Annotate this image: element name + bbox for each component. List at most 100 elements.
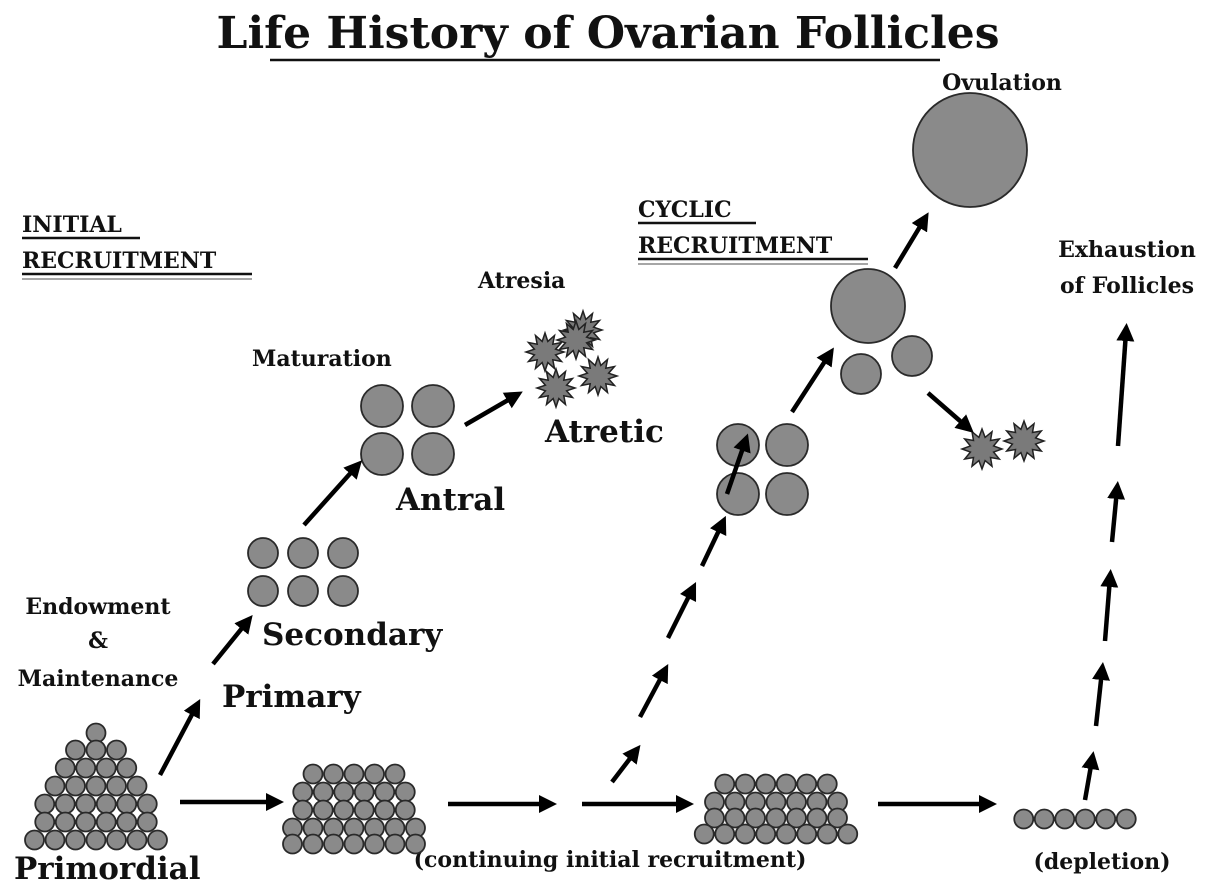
primordial-follicle (724, 807, 746, 829)
primordial-follicle (734, 823, 756, 845)
primordial-follicle (1095, 808, 1117, 830)
cyclic-atretic-follicles (959, 418, 1047, 472)
primordial-follicle (75, 811, 97, 833)
atretic-follicle (523, 330, 567, 374)
primordial-follicle (312, 781, 334, 803)
primordial-follicle-pile (24, 722, 168, 851)
arrow (1092, 662, 1110, 727)
primordial-follicle (65, 775, 86, 797)
endowment-label: Endowment (25, 594, 171, 620)
primordial-label: Primordial (14, 851, 201, 887)
primary-label: Primary (222, 679, 362, 715)
atresia-label: Atresia (477, 268, 565, 294)
diagram-title: Life History of Ovarian Follicles (217, 8, 1000, 59)
primordial-follicle (85, 829, 107, 851)
arrow (463, 391, 523, 427)
atretic-follicle (576, 354, 620, 398)
arrow (1115, 323, 1135, 447)
primordial-follicle (54, 811, 76, 833)
antral-follicle (411, 384, 455, 428)
maturation-label: Maturation (252, 346, 392, 372)
primordial-follicle (714, 823, 736, 845)
arrow (610, 744, 641, 784)
primordial-follicle (34, 793, 56, 815)
primordial-follicle (75, 757, 97, 779)
primordial-follicle (693, 823, 715, 845)
primordial-follicle (136, 793, 158, 815)
primordial-follicle (85, 739, 107, 761)
primordial-follicle (755, 823, 777, 845)
initial-recruitment-label-2: RECRUITMENT (22, 248, 217, 274)
primordial-follicle (714, 773, 736, 795)
endowment-ampersand: & (88, 628, 108, 654)
antral-follicles (360, 384, 455, 476)
subordinate-follicle-1 (840, 353, 882, 395)
primordial-follicle (364, 763, 385, 785)
cyclic-antral-follicles (716, 423, 809, 516)
primordial-follicle (116, 757, 138, 779)
primordial-follicle (44, 829, 66, 851)
atretic-follicle (534, 366, 578, 410)
arrows (158, 212, 1135, 813)
exhaustion-label-2: of Follicles (1060, 273, 1194, 299)
secondary-follicle (247, 537, 279, 569)
primordial-follicle (302, 833, 324, 855)
secondary-follicle (327, 575, 359, 607)
primordial-follicle (796, 773, 818, 795)
primordial-follicle (343, 763, 365, 785)
primordial-follicle (394, 799, 416, 821)
exhaustion-label: Exhaustion (1058, 237, 1196, 263)
antral-label: Antral (395, 482, 505, 518)
primordial-follicle (147, 829, 168, 851)
secondary-label: Secondary (262, 617, 443, 653)
arrow (699, 515, 727, 567)
primordial-follicle (796, 823, 818, 845)
primordial-follicle (34, 811, 56, 833)
atretic-follicle (554, 318, 598, 362)
primordial-follicle (353, 781, 375, 803)
primordial-follicle (806, 807, 828, 829)
primordial-pile-2 (282, 763, 426, 855)
arrow (790, 347, 834, 414)
ovulation-label: Ovulation (942, 70, 1062, 96)
secondary-follicle (287, 575, 319, 607)
ovulatory-follicle (912, 92, 1028, 208)
primordial-follicle (364, 833, 385, 855)
primordial-follicle (136, 811, 158, 833)
primordial-follicle (282, 833, 303, 855)
secondary-follicle (327, 537, 359, 569)
primordial-follicle (95, 811, 117, 833)
primordial-follicle (384, 763, 406, 785)
primordial-follicle (1074, 808, 1096, 830)
primordial-follicle (24, 829, 45, 851)
arrow (158, 699, 201, 777)
arrow (211, 615, 253, 666)
primordial-follicle (106, 775, 127, 797)
primordial-follicle (816, 773, 838, 795)
primordial-follicle (1013, 808, 1035, 830)
primordial-follicle (704, 807, 725, 829)
primordial-follicle (85, 775, 107, 797)
arrow (1100, 569, 1119, 642)
primordial-follicle (384, 833, 406, 855)
primordial-follicle (1115, 808, 1137, 830)
primordial-pile-3 (693, 773, 859, 845)
antral-follicle (360, 432, 404, 476)
primordial-follicle (106, 739, 127, 761)
primordial-follicle (405, 833, 426, 855)
arrow (638, 664, 669, 719)
depletion-label: (depletion) (1033, 849, 1170, 875)
atretic-follicle (959, 426, 1005, 472)
antral-follicle (360, 384, 404, 428)
primordial-follicle (323, 763, 344, 785)
arrow (665, 581, 697, 640)
primordial-follicle (1033, 808, 1055, 830)
cyclic-recruitment-label: CYCLIC (638, 197, 732, 223)
arrow (893, 212, 929, 270)
primordial-follicle (734, 773, 756, 795)
primordial-follicle (775, 773, 797, 795)
antral-follicle (411, 432, 455, 476)
arrow (1107, 481, 1126, 543)
primordial-follicle (816, 823, 838, 845)
